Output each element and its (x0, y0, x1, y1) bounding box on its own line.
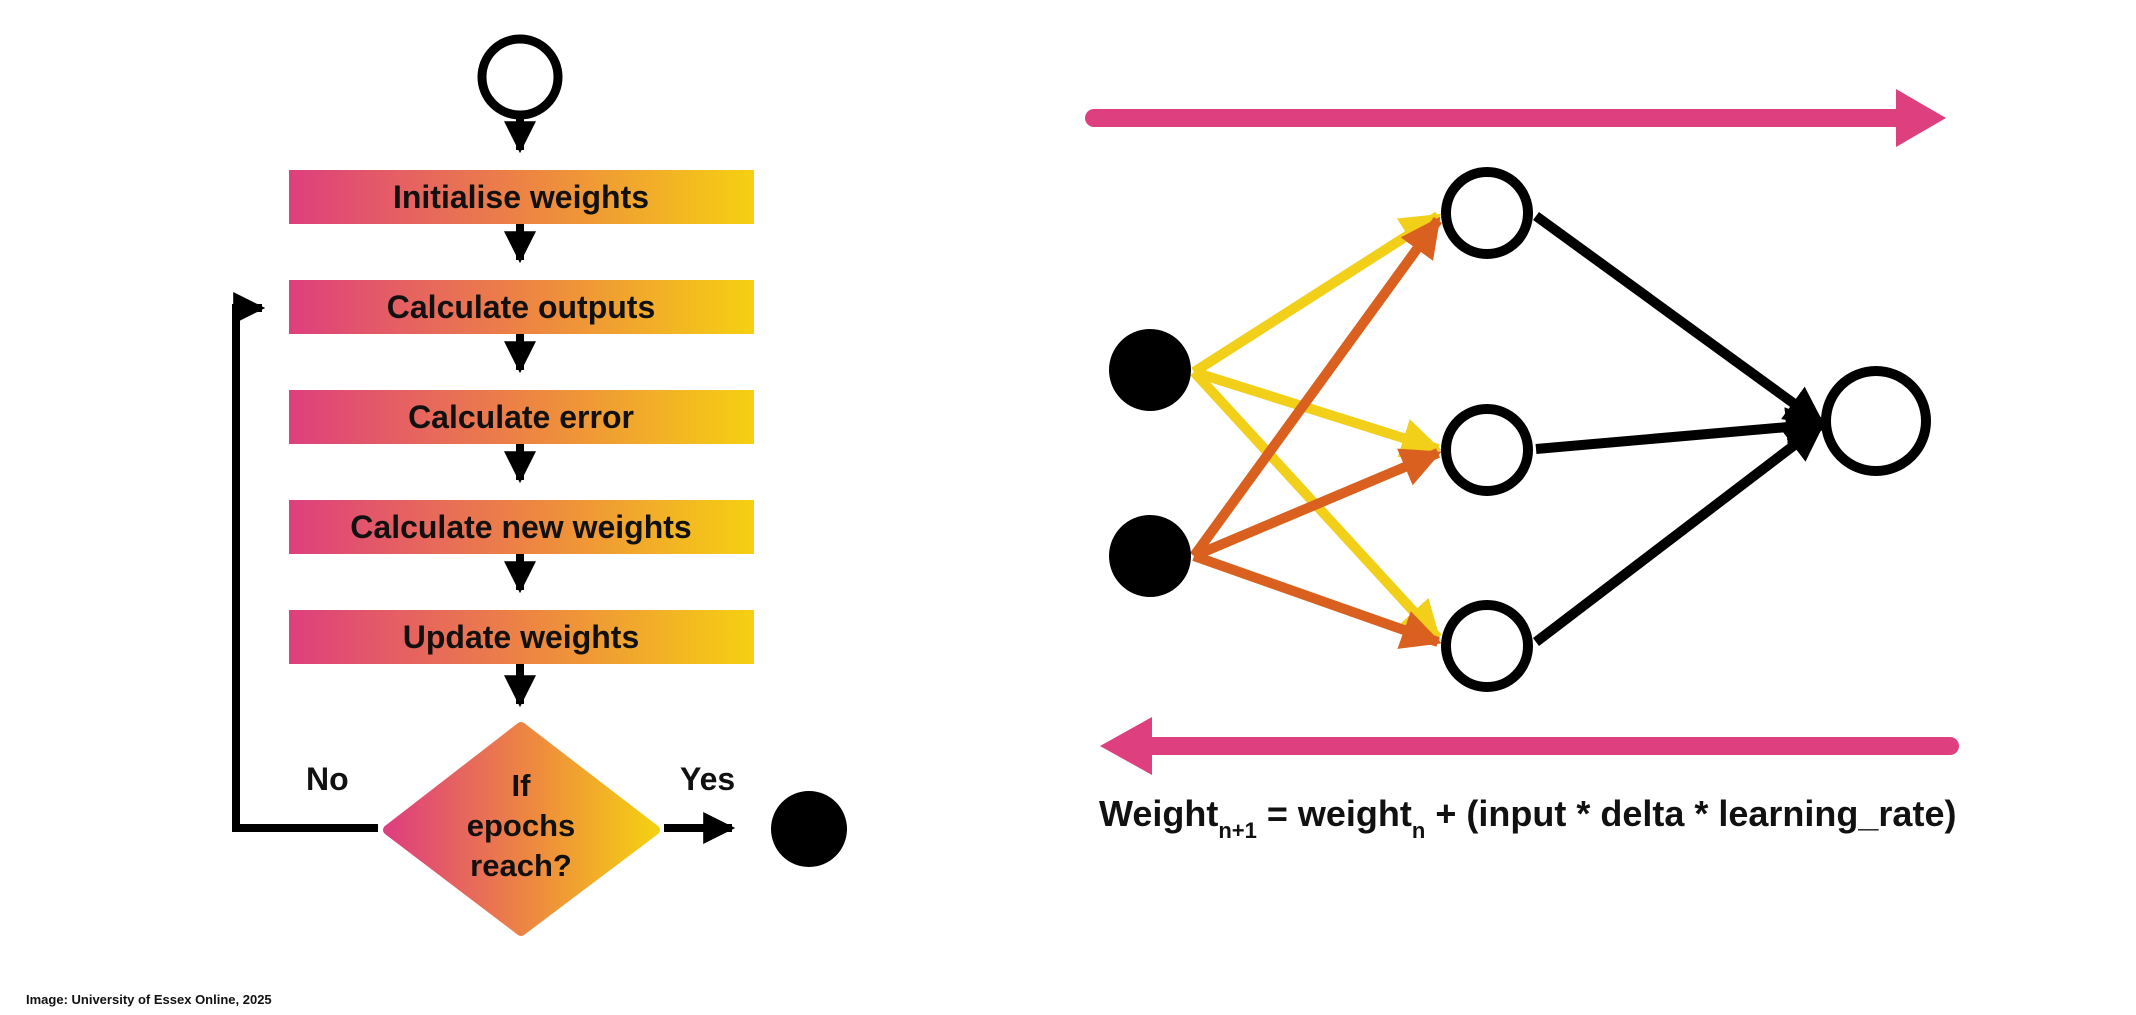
flow-step-3: Calculate error (289, 390, 754, 444)
formula-lhs-subscript: n+1 (1218, 818, 1257, 843)
formula-lhs: Weight (1099, 793, 1218, 834)
input-node-1 (1109, 329, 1191, 411)
hidden-node-1 (1441, 167, 1533, 259)
flow-step-label: Calculate error (408, 399, 634, 435)
flow-step-box (289, 170, 754, 224)
flow-step-box (289, 610, 754, 664)
weight-update-formula: Weightn+1 = weightn + (input * delta * l… (1099, 793, 1956, 843)
hidden-to-output-connections (1532, 211, 1826, 646)
decision-line-3: reach? (470, 848, 572, 883)
input-node-2 (1109, 515, 1191, 597)
flowchart: Initialise weights Calculate outputs Cal… (232, 34, 847, 936)
flow-step-label: Update weights (403, 619, 639, 655)
formula-rhs-subscript: n (1412, 818, 1425, 843)
connection-in2-h3 (1192, 551, 1442, 649)
image-credit: Image: University of Essex Online, 2025 (26, 992, 272, 1007)
formula-equals: = weight (1257, 793, 1412, 834)
forward-pass-arrow (1085, 89, 1946, 147)
hidden-node-3 (1441, 600, 1533, 692)
hidden-node-2 (1441, 404, 1533, 496)
flow-step-box (289, 280, 754, 334)
flow-step-label: Calculate outputs (387, 289, 655, 325)
decision-diamond (383, 722, 660, 936)
flow-step-box (289, 390, 754, 444)
neural-network (1085, 89, 1959, 775)
forward-arrow-head (1896, 89, 1946, 147)
connection-h2-out (1535, 407, 1826, 454)
connection-h1-out (1533, 211, 1826, 429)
start-node (477, 34, 563, 120)
input1-connections (1190, 211, 1442, 642)
backward-pass-arrow (1100, 717, 1959, 775)
no-label: No (306, 761, 349, 797)
no-loop-arrow (232, 292, 378, 832)
connection-in1-h2 (1192, 367, 1442, 458)
connection-in2-h1 (1189, 216, 1443, 559)
flow-step-label: Initialise weights (393, 179, 649, 215)
end-node (771, 791, 847, 867)
flow-step-4: Calculate new weights (289, 500, 754, 554)
connection-h3-out (1532, 420, 1826, 646)
flow-step-5: Update weights (289, 610, 754, 664)
decision-node: If epochs reach? (383, 722, 660, 936)
yes-label: Yes (680, 761, 735, 797)
decision-line-1: If (512, 768, 532, 803)
output-node (1821, 366, 1931, 476)
backward-arrow-head (1100, 717, 1152, 775)
flow-step-label: Calculate new weights (350, 509, 691, 545)
connection-in2-h2 (1192, 448, 1442, 561)
decision-line-2: epochs (467, 808, 576, 843)
flow-step-box (289, 500, 754, 554)
input2-connections (1189, 216, 1443, 649)
connection-in1-h1 (1191, 211, 1442, 377)
formula-rest: + (input * delta * learning_rate) (1425, 793, 1956, 834)
flow-step-2: Calculate outputs (289, 280, 754, 334)
flow-step-1: Initialise weights (289, 170, 754, 224)
